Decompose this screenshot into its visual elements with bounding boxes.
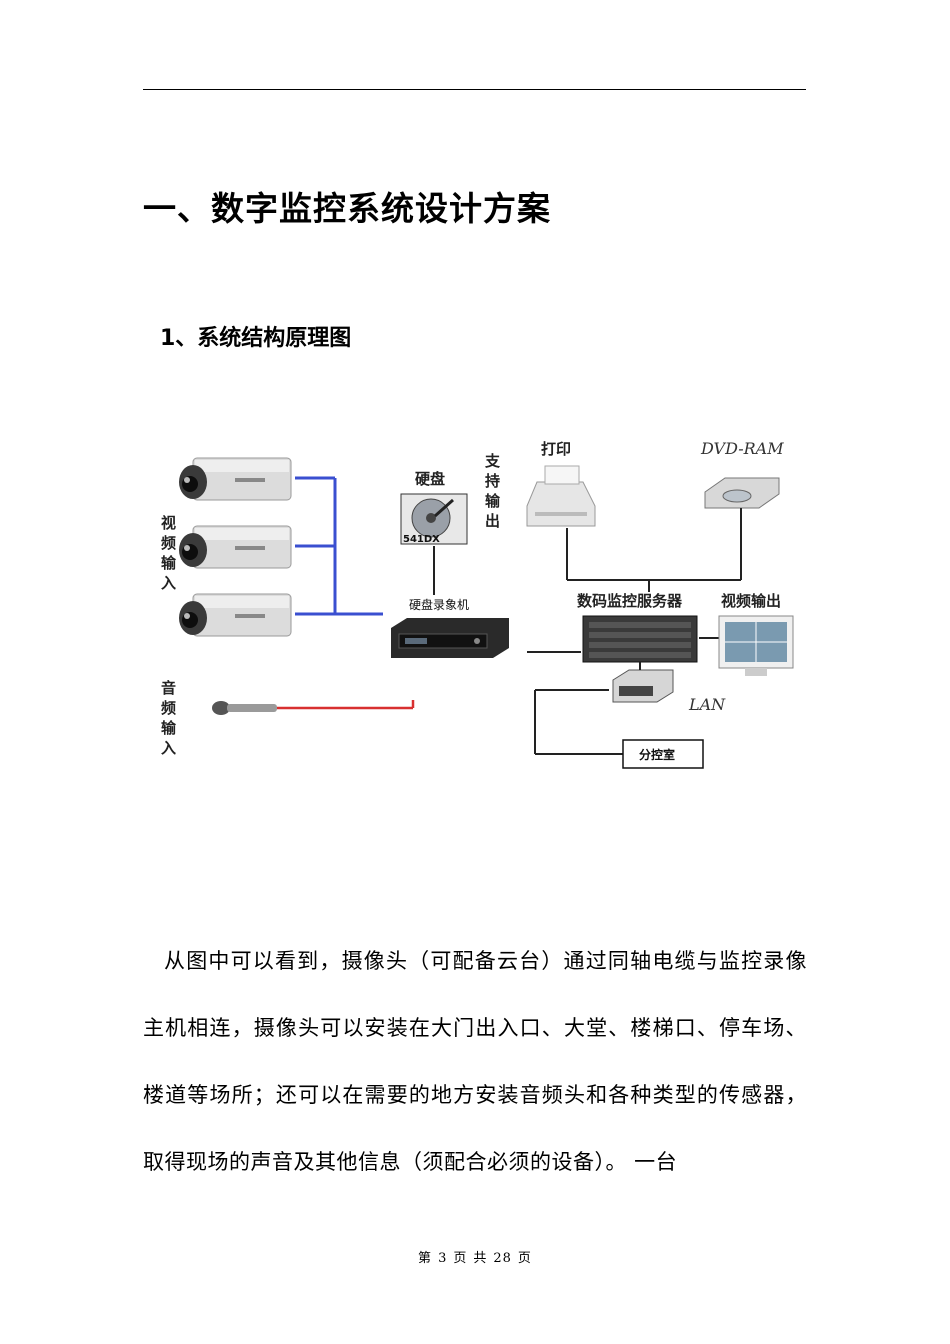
camera-icon [179, 593, 292, 637]
svg-text:出: 出 [485, 512, 500, 530]
audio-wiring [277, 700, 415, 710]
monitor-icon [718, 615, 794, 676]
svg-text:音: 音 [161, 679, 176, 697]
hard-disk-icon: 541DX [400, 493, 468, 545]
print-label: 打印 [541, 440, 571, 458]
body-paragraph: 从图中可以看到，摄像头（可配备云台）通过同轴电缆与监控录像主机相连，摄像头可以安… [143, 949, 807, 1174]
page-heading: 一、数字监控系统设计方案 [143, 189, 551, 228]
current-page-number: 3 [438, 1251, 448, 1266]
svg-text:视: 视 [161, 514, 176, 532]
dvr-icon [391, 618, 509, 658]
svg-text:输: 输 [161, 554, 177, 572]
camera-icon [179, 457, 292, 501]
svg-text:频: 频 [161, 699, 176, 717]
sub-control-box: 分控室 [622, 739, 704, 769]
svg-text:持: 持 [485, 472, 500, 490]
server-icon [582, 615, 698, 663]
support-output-label: 支 持 输 出 [484, 452, 501, 530]
camera-icon [179, 525, 292, 569]
svg-text:输: 输 [485, 492, 501, 510]
dvd-label: DVD-RAM [700, 439, 784, 458]
audio-input-label: 音 频 输 入 [161, 679, 177, 757]
header-rule [143, 89, 806, 90]
svg-text:输: 输 [161, 719, 177, 737]
hdd-label: 硬盘 [415, 470, 445, 488]
sub-control-wiring [534, 689, 623, 755]
video-input-label: 视 频 输 入 [161, 514, 177, 592]
microphone-icon [212, 701, 277, 715]
svg-text:分控室: 分控室 [639, 747, 675, 762]
video-wiring [295, 476, 383, 616]
section-heading: 1、系统结构原理图 [160, 326, 352, 351]
output-wiring [566, 508, 742, 592]
svg-text:入: 入 [161, 574, 176, 592]
video-output-label: 视频输出 [721, 592, 781, 610]
svg-text:541DX: 541DX [403, 534, 440, 545]
dvd-drive-icon [704, 477, 780, 509]
svg-text:入: 入 [161, 739, 176, 757]
network-switch-icon [612, 669, 674, 703]
server-label: 数码监控服务器 [577, 592, 683, 610]
printer-icon [526, 465, 596, 527]
total-page-number: 28 [493, 1251, 512, 1266]
svg-text:频: 频 [161, 534, 176, 552]
system-structure-diagram: 视 频 输 入 音 频 输 入 541DX 硬盘 [143, 400, 807, 900]
svg-text:支: 支 [484, 452, 501, 470]
dvr-label: 硬盘录象机 [409, 597, 469, 612]
lan-label: LAN [688, 695, 726, 714]
